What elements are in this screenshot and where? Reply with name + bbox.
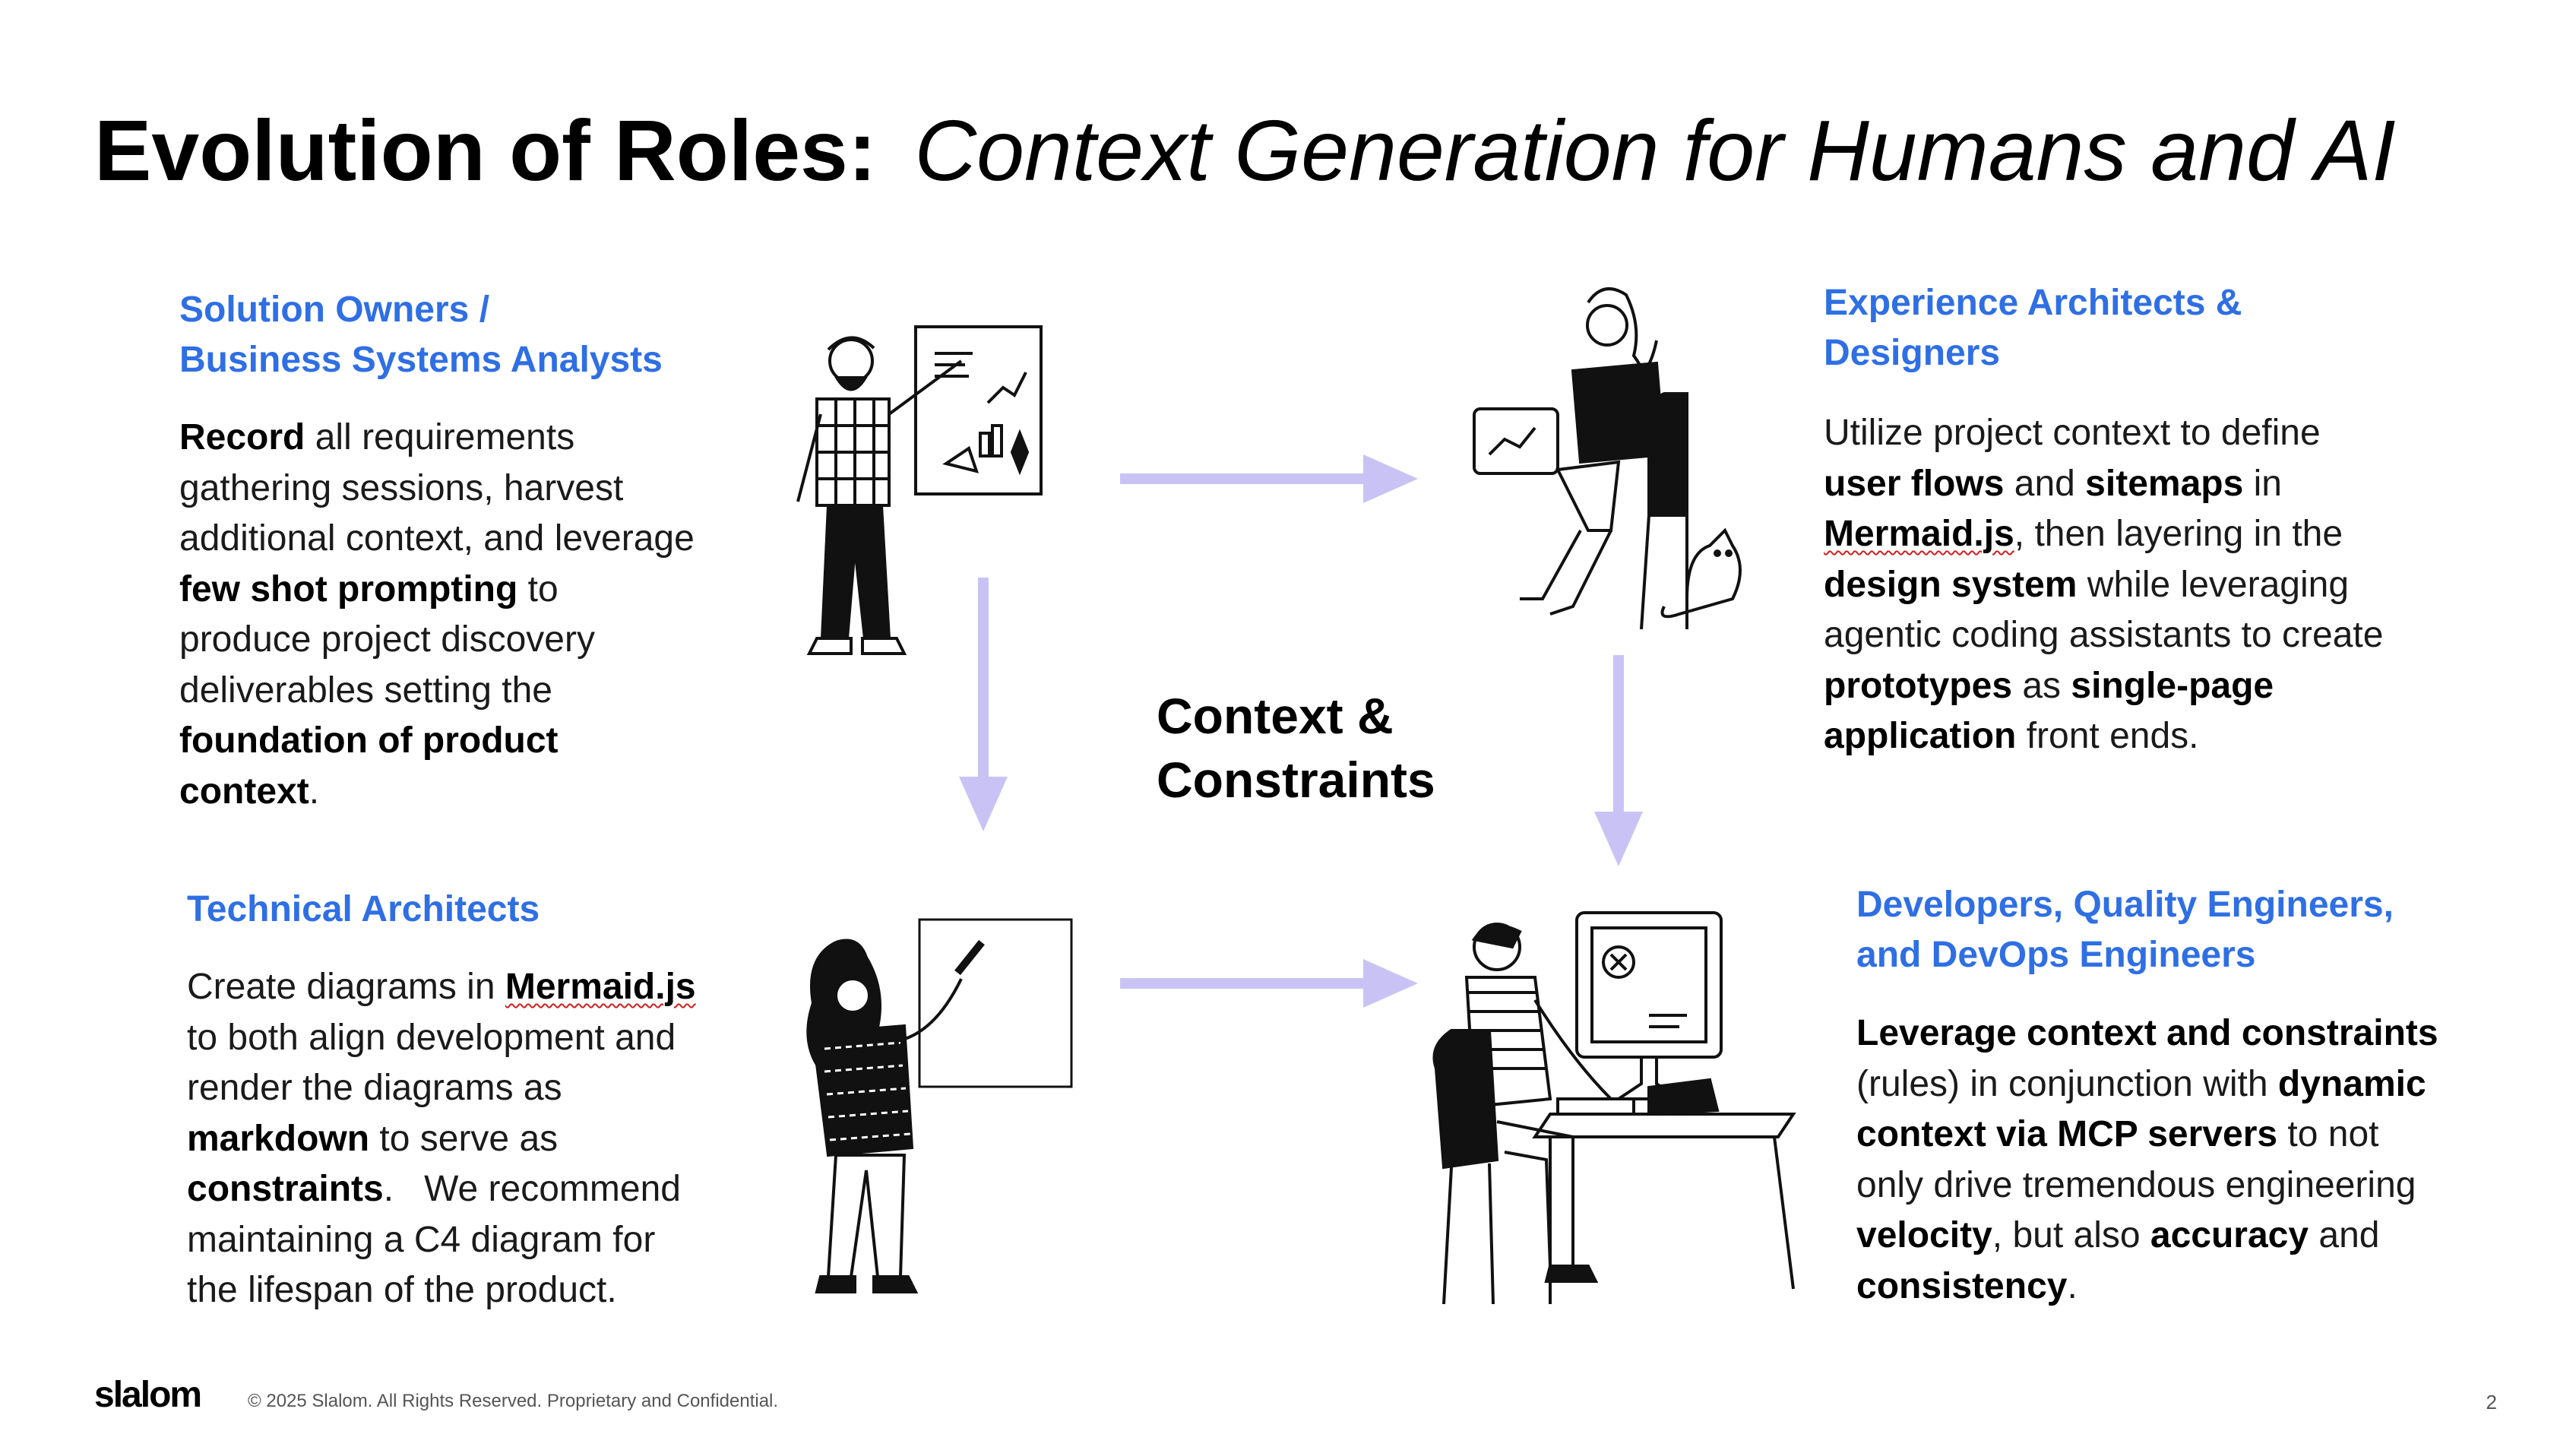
designer-laptop-illustration <box>1473 287 1742 630</box>
developers-body: Leverage context and constraints (rules)… <box>1856 1013 2438 1306</box>
arrow-down-icon <box>1594 655 1643 866</box>
footer-copyright: © 2025 Slalom. All Rights Reserved. Prop… <box>248 1391 779 1411</box>
slide-title: Evolution of Roles: Context Generation fo… <box>94 97 2396 204</box>
page-number: 2 <box>2486 1391 2497 1414</box>
solution-owners-heading: Solution Owners / Business Systems Analy… <box>179 290 663 380</box>
slalom-logo: slalom <box>94 1375 202 1415</box>
solution-owners-body: Record all requirements gathering sessio… <box>179 417 695 812</box>
architect-drawing-illustration <box>806 918 1073 1293</box>
title-bold: Evolution of Roles: <box>94 103 877 198</box>
experience-architects-body: Utilize project context to define user f… <box>1824 413 2384 756</box>
developers-heading: Developers, Quality Engineers, and DevOp… <box>1856 885 2394 975</box>
arrow-right-icon <box>1120 454 1418 503</box>
developer-desk-illustration <box>1432 911 1796 1305</box>
title-italic: Context Generation for Humans and AI <box>914 103 2396 198</box>
arrow-right-icon <box>1120 959 1418 1008</box>
experience-architects-heading: Experience Architects & Designers <box>1824 283 2242 373</box>
technical-architects-heading: Technical Architects <box>187 889 540 929</box>
whiteboard-presenter-illustration <box>796 325 1043 655</box>
technical-architects-body: Create diagrams in Mermaid.js to both al… <box>187 967 696 1310</box>
arrow-down-icon <box>959 578 1008 831</box>
context-constraints-label: Context & Constraints <box>1157 688 1435 808</box>
